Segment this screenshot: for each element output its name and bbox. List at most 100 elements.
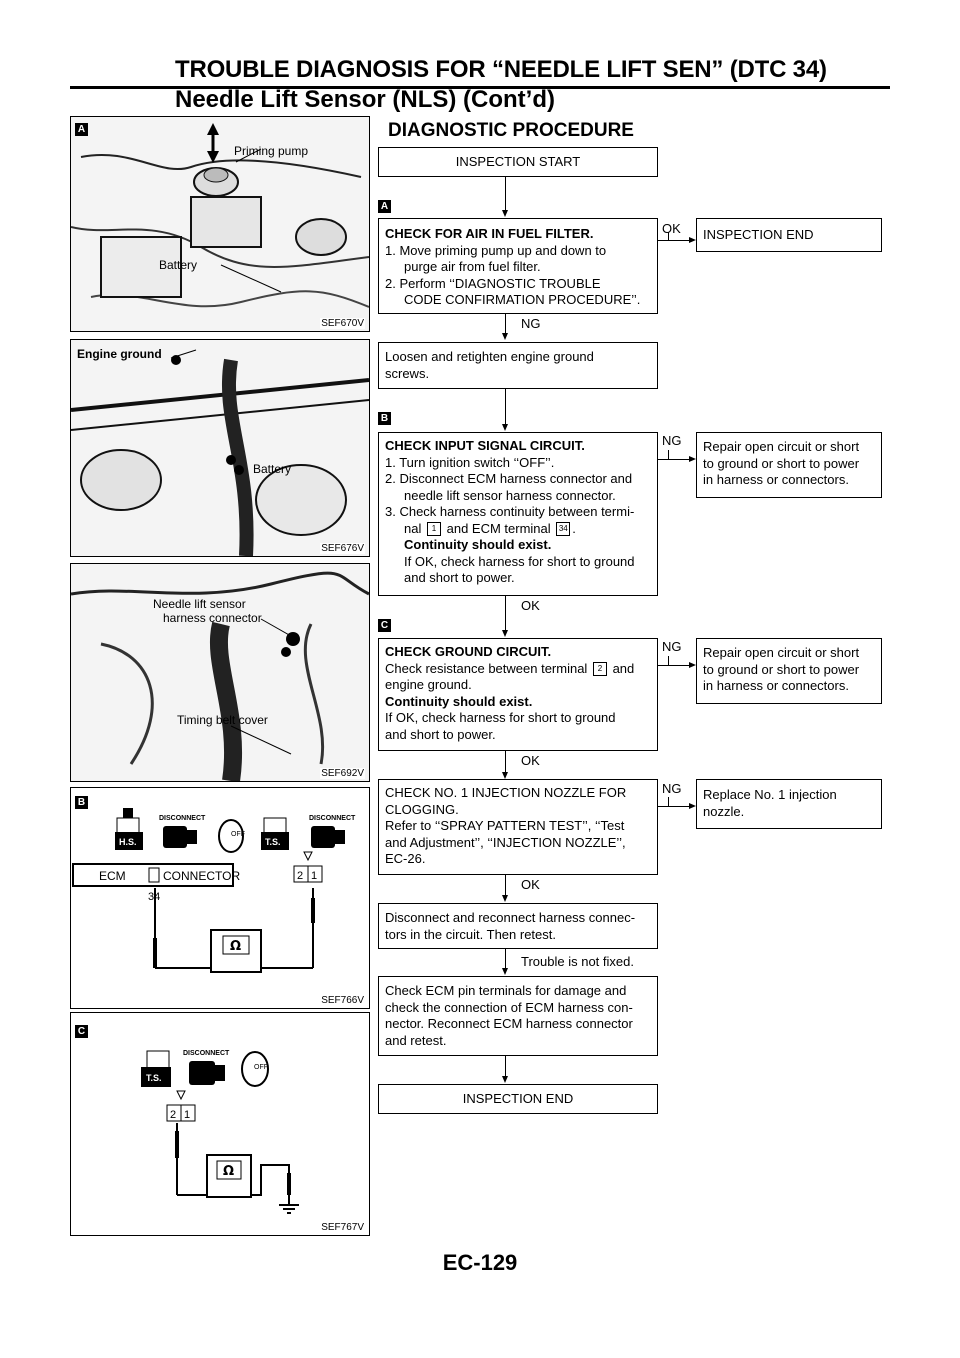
terminal-badge: 1 — [426, 522, 441, 537]
step3-text: and ECM terminal — [446, 520, 551, 536]
flow-step-retighten-ground: Loosen and retighten engine ground screw… — [378, 342, 658, 389]
page-number: EC-129 — [442, 1250, 518, 1275]
flow-step-injection-nozzle: CHECK NO. 1 INJECTION NOZZLE FOR CLOGGIN… — [378, 779, 658, 875]
label-pin-1: 1 — [184, 1109, 190, 1121]
step3-line: 2. Disconnect ECM harness connector and — [385, 471, 633, 486]
ng-result-line: Repair open circuit or short — [703, 645, 860, 660]
figure-engine-ground: Engine ground Battery SEF676V — [70, 339, 370, 557]
connector — [658, 806, 691, 807]
connector — [668, 232, 669, 241]
header-title: TROUBLE DIAGNOSIS FOR “NEEDLE LIFT SEN” … — [175, 56, 827, 83]
flow-replace-nozzle: Replace No. 1 injection nozzle. — [696, 779, 882, 829]
flow-inspection-end-1: INSPECTION END — [696, 218, 882, 252]
step1-line: CODE CONFIRMATION PROCEDURE’’. — [404, 292, 641, 307]
step-marker: B — [378, 412, 391, 425]
connector — [505, 875, 506, 896]
label-priming-pump: Priming pump — [234, 144, 308, 158]
arrow-down — [502, 210, 508, 217]
label-timing-belt-cover: Timing belt cover — [177, 713, 268, 727]
terminal-badge: 2 — [592, 662, 607, 677]
ng-result-line: in harness or connectors. — [703, 678, 849, 693]
step7-line: Check ECM pin terminals for damage and — [385, 983, 627, 998]
flow-end-label: INSPECTION END — [462, 1091, 574, 1106]
step4-line: If OK, check harness for short to ground — [385, 710, 616, 725]
label-disconnect-1: DISCONNECT — [159, 815, 206, 822]
step3-line: 1. Turn ignition switch ‘‘OFF’’. — [385, 454, 555, 470]
flow-repair-circuit-2: Repair open circuit or short to ground o… — [696, 638, 882, 704]
label-battery: Battery — [159, 258, 197, 272]
trouble-not-fixed-label: Trouble is not fixed. — [521, 954, 634, 969]
step5-line: and Adjustment’’, ‘‘INJECTION NOZZLE’’, — [385, 834, 626, 850]
arrow-down — [502, 333, 508, 340]
label-battery-2: Battery — [253, 462, 291, 476]
connector — [505, 596, 506, 632]
figure-code: SEF766V — [320, 995, 365, 1006]
section-title: DIAGNOSTIC PROCEDURE — [388, 120, 634, 141]
ok-label: OK — [521, 877, 540, 892]
flow-step-ground-circuit: CHECK GROUND CIRCUIT. Check resistance b… — [378, 638, 658, 751]
step4-terminal-line: Check resistance between terminal 2 and — [385, 661, 651, 678]
engine-photo-3: Needle lift sensor harness connector Tim… — [71, 564, 369, 781]
connector — [668, 656, 669, 666]
step6-line: Disconnect and reconnect harness connec- — [385, 910, 636, 925]
figure-marker: A — [75, 123, 88, 136]
flow-inspection-end-2: INSPECTION END — [378, 1084, 658, 1114]
ng-label: NG — [662, 781, 682, 796]
step4-bold: Continuity should exist. — [385, 693, 533, 709]
flow-start-label: INSPECTION START — [455, 154, 581, 169]
ng-result-line: Replace No. 1 injection — [703, 787, 837, 802]
svg-text:Ω: Ω — [223, 1164, 234, 1179]
ng-result-line: in harness or connectors. — [703, 472, 849, 487]
arrow-right — [689, 803, 696, 809]
arrow-down — [502, 772, 508, 779]
figure-needle-lift-sensor: Needle lift sensor harness connector Tim… — [70, 563, 370, 782]
svg-text:Ω: Ω — [230, 939, 241, 954]
label-hs: H.S. — [119, 837, 137, 847]
arrow-down — [502, 424, 508, 431]
step-marker: C — [378, 619, 391, 632]
step5-line: Refer to ‘‘SPRAY PATTERN TEST’’, ‘‘Test — [385, 818, 625, 833]
ng-result-line: nozzle. — [703, 803, 745, 819]
step1-line: 1. Move priming pump up and down to — [385, 242, 607, 258]
label-harness-connector: harness connector — [163, 611, 262, 625]
figure-code: SEF767V — [320, 1222, 365, 1233]
connector — [668, 797, 669, 807]
step3-bold: Continuity should exist. — [404, 537, 552, 552]
step5-line: EC-26. — [385, 851, 426, 866]
ng-result-line: Repair open circuit or short — [703, 439, 860, 454]
step3-line: If OK, check harness for short to ground — [404, 553, 635, 569]
figure-ground-circuit-diagram: C T.S. DISCONNECT OFF 2 1 Ω SEF767V — [70, 1012, 370, 1236]
step7-line: nector. Reconnect ECM harness connector — [385, 1016, 633, 1031]
step1-line: 2. Perform ‘‘DIAGNOSTIC TROUBLE — [385, 275, 601, 291]
figure-code: SEF670V — [320, 318, 365, 329]
figure-marker: C — [75, 1025, 88, 1038]
connector — [505, 1056, 506, 1077]
step3-text: nal — [404, 520, 422, 536]
step5-line: CHECK NO. 1 INJECTION NOZZLE FOR — [385, 785, 627, 800]
flow-step-check-ecm-pins: Check ECM pin terminals for damage and c… — [378, 976, 658, 1056]
connector — [505, 751, 506, 773]
ok-label: OK — [662, 221, 681, 236]
step4-line: engine ground. — [385, 677, 472, 692]
label-disconnect: DISCONNECT — [183, 1050, 230, 1057]
figure-marker: B — [75, 796, 88, 809]
ng-label: NG — [662, 639, 682, 654]
step-marker: A — [378, 200, 391, 213]
ok-label: OK — [521, 598, 540, 613]
label-off: OFF — [231, 831, 245, 838]
step6-line: tors in the circuit. Then retest. — [385, 926, 556, 942]
step1-title: CHECK FOR AIR IN FUEL FILTER. — [385, 226, 594, 241]
flow-step-input-signal-circuit: CHECK INPUT SIGNAL CIRCUIT. 1. Turn igni… — [378, 432, 658, 596]
figure-code: SEF676V — [320, 543, 365, 554]
ng-result-line: to ground or short to power — [703, 455, 860, 471]
label-needle-lift-sensor: Needle lift sensor — [153, 597, 246, 611]
connector — [658, 665, 691, 666]
label-ts: T.S. — [146, 1073, 162, 1083]
figure-input-signal-diagram: B H.S. DISCONNECT OFF T.S. DISCONNECT EC… — [70, 787, 370, 1009]
header-rule — [70, 86, 890, 89]
figure-code: SEF692V — [320, 768, 365, 779]
step3-line: needle lift sensor harness connector. — [404, 487, 616, 503]
step4-line: and short to power. — [385, 726, 496, 742]
step3-line: 3. Check harness continuity between term… — [385, 504, 635, 519]
arrow-down — [502, 968, 508, 975]
